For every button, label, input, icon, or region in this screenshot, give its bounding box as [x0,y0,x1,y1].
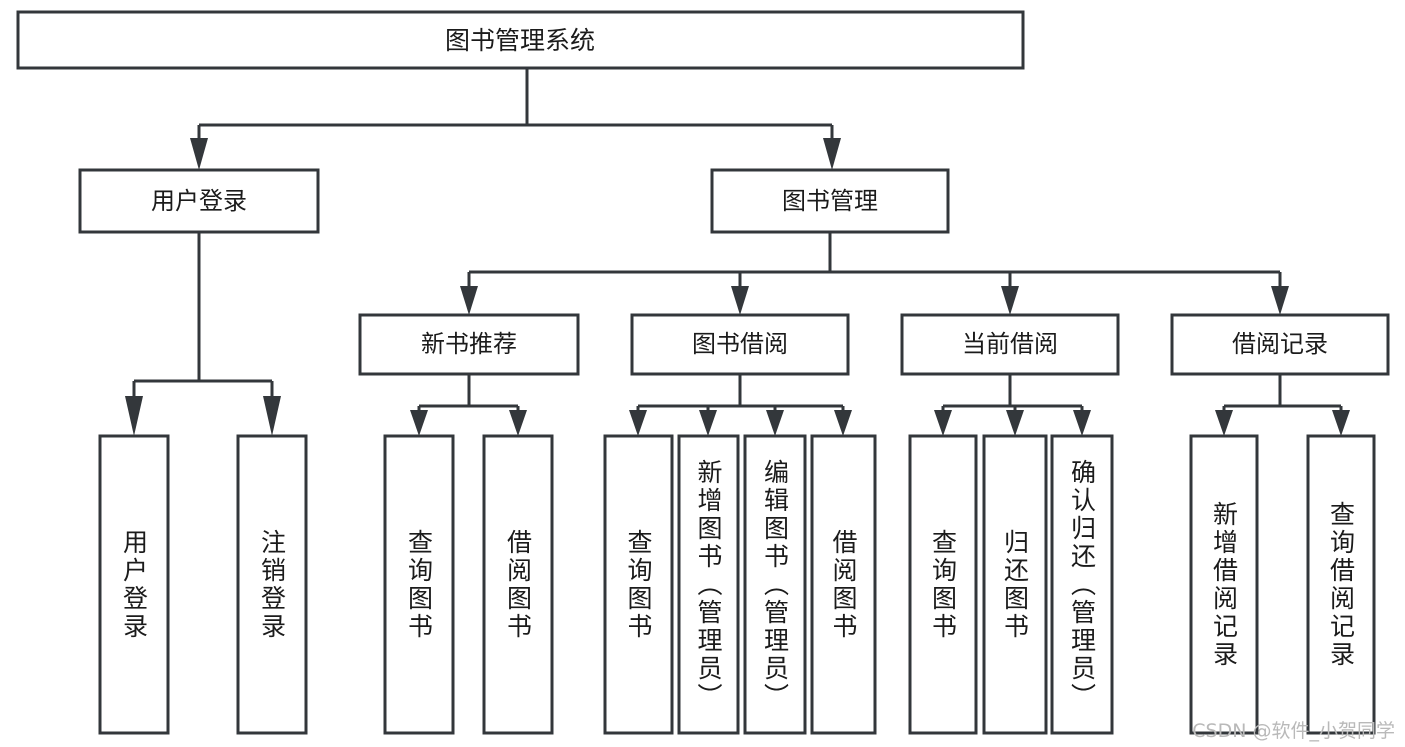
leaf-query-borrow-record-box[interactable] [1306,434,1376,735]
arrow-to-current-borrow [1001,286,1019,315]
leaf-nodes [98,434,1376,735]
arrow-to-leaf-borrow-query-book [629,410,647,436]
leaf-return-book-box[interactable] [982,434,1048,735]
node-book-manage-box[interactable] [710,168,950,234]
node-book-borrow-box[interactable] [630,313,850,376]
node-new-book-rec-box[interactable] [358,313,580,376]
arrow-to-user-login [190,138,208,170]
arrow-to-leaf-rec-borrow-book [509,410,527,436]
leaf-user-login-box[interactable] [98,434,170,735]
arrow-to-leaf-query-borrow-record [1332,410,1350,436]
leaf-rec-query-book-box[interactable] [383,434,455,735]
node-current-borrow[interactable]: 当前借阅 [900,313,1120,376]
arrow-to-leaf-confirm-return-admin [1073,410,1091,436]
arrow-to-leaf-cur-query-book [934,410,952,436]
node-new-book-rec-label: 新书推荐 [421,330,517,358]
arrow-to-leaf-borrow-book [834,410,852,436]
node-user-login-label: 用户登录 [151,187,247,215]
node-book-manage[interactable]: 图书管理 [710,168,950,234]
node-user-login[interactable]: 用户登录 [78,168,320,234]
leaf-confirm-return-admin-box[interactable] [1050,434,1114,735]
csdn-watermark: CSDN @软件_小贺同学 [1192,720,1395,742]
node-current-borrow-box[interactable] [900,313,1120,376]
leaf-add-book-admin-box[interactable] [677,434,740,735]
arrow-to-leaf-user-login [125,396,143,436]
arrow-to-leaf-add-book-admin [699,410,717,436]
connectors [125,68,1350,436]
arrow-to-book-borrow [731,286,749,315]
arrow-to-leaf-add-borrow-record [1215,410,1233,436]
node-borrow-record-box[interactable] [1170,313,1390,376]
leaf-rec-borrow-book-box[interactable] [482,434,554,735]
node-book-borrow-label: 图书借阅 [692,330,788,358]
arrow-to-leaf-rec-query-book [410,410,428,436]
arrow-to-leaf-return-book [1006,410,1024,436]
node-book-manage-label: 图书管理 [782,187,878,215]
node-new-book-rec[interactable]: 新书推荐 [358,313,580,376]
arrow-to-book-manage [823,138,841,170]
arrow-to-new-book-rec [460,286,478,315]
node-root-label: 图书管理系统 [445,26,595,55]
node-book-borrow[interactable]: 图书借阅 [630,313,850,376]
leaf-add-borrow-record-box[interactable] [1189,434,1259,735]
node-borrow-record[interactable]: 借阅记录 [1170,313,1390,376]
node-root[interactable]: 图书管理系统 [16,10,1025,70]
leaf-edit-book-admin-box[interactable] [743,434,807,735]
node-borrow-record-label: 借阅记录 [1232,330,1328,358]
arrow-to-leaf-logout [263,396,281,436]
leaf-logout-box[interactable] [236,434,308,735]
leaf-cur-query-book-box[interactable] [908,434,978,735]
arrow-to-leaf-edit-book-admin [766,410,784,436]
arrow-to-borrow-record [1271,286,1289,315]
leaf-borrow-query-book-box[interactable] [603,434,674,735]
node-user-login-box[interactable] [78,168,320,234]
node-root-box[interactable] [16,10,1025,70]
leaf-borrow-book-box[interactable] [810,434,877,735]
node-current-borrow-label: 当前借阅 [962,330,1058,358]
